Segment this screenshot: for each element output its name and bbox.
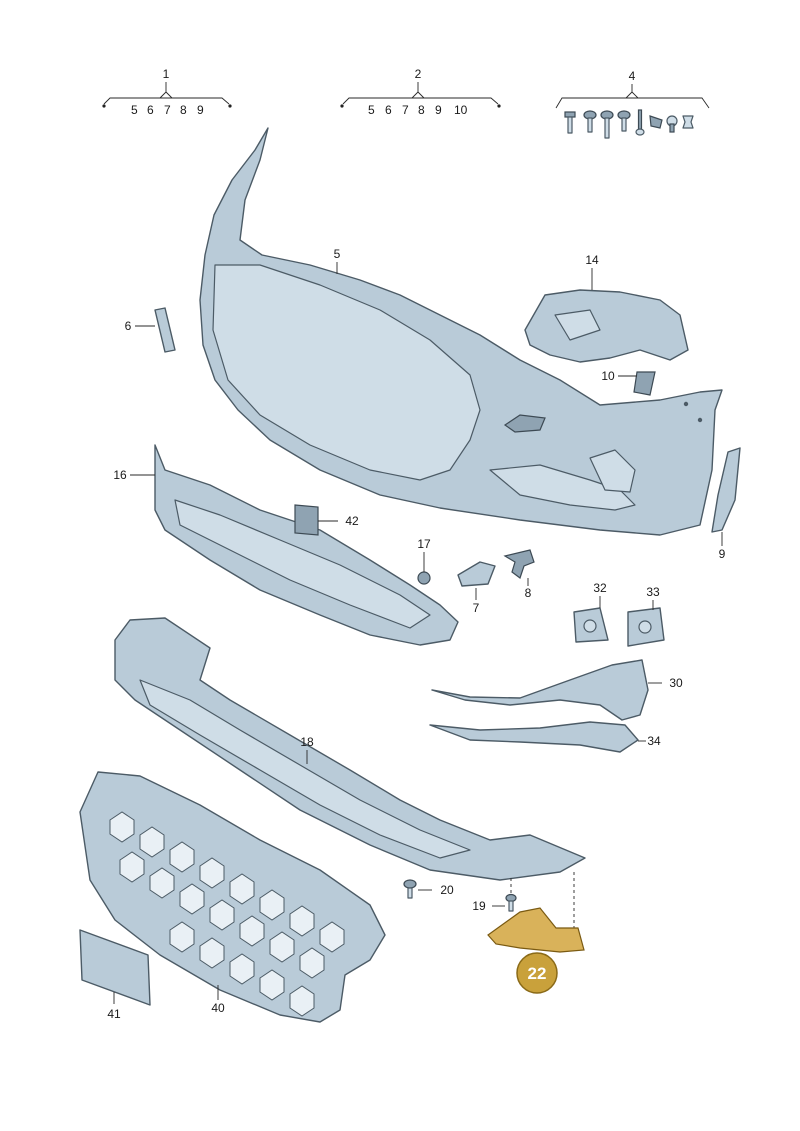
svg-text:33: 33 [646,585,660,599]
callout-33: 33 [646,585,660,610]
group-1-member-9: 9 [197,103,204,117]
license-plate-bracket-41 [79,929,151,1006]
group-1-member-8: 8 [180,103,187,117]
trim-strip-left [154,307,176,353]
mount-32 [573,607,609,643]
part-22-label: 22 [528,964,547,983]
callout-10: 10 [601,369,637,383]
callout-14: 14 [585,253,599,290]
svg-text:6: 6 [125,319,132,333]
group-2-member-10: 10 [454,103,468,117]
callout-7: 7 [473,588,480,615]
svg-text:32: 32 [593,581,607,595]
svg-text:14: 14 [585,253,599,267]
callout-17: 17 [417,537,431,551]
callout-19: 19 [472,899,486,913]
svg-text:42: 42 [345,514,359,528]
callout-5: 5 [334,247,341,274]
callout-40: 40 [211,985,225,1015]
part-22-badge [516,952,558,994]
group-1-member-7: 7 [164,103,171,117]
grille-mesh [109,811,345,1017]
bumper-cover [199,127,723,536]
mount-33 [627,607,665,647]
radiator-grille-40 [79,771,386,1023]
svg-text:10: 10 [601,369,615,383]
tow-cap-7 [457,561,496,587]
callout-41: 41 [107,992,121,1021]
svg-text:7: 7 [473,601,480,615]
fastener-set-icon [564,109,694,139]
callout-16: 16 [113,468,155,482]
trim-strip-right [711,447,741,533]
svg-text:30: 30 [669,676,683,690]
bracket-8 [503,549,535,579]
svg-text:8: 8 [525,586,532,600]
trim-frame-30 [431,659,649,721]
group-4-bracket: 4 [555,69,710,109]
sensor-bracket-42 [294,504,319,536]
callout-8: 8 [525,578,532,600]
callout-18: 18 [300,735,314,764]
callout-30: 30 [648,676,683,690]
svg-text:34: 34 [647,734,661,748]
group-2-bracket: 2 5 6 7 8 9 10 [340,67,501,117]
svg-text:40: 40 [211,1001,225,1015]
svg-text:19: 19 [472,899,486,913]
group-2-member-5: 5 [368,103,375,117]
svg-text:5: 5 [334,247,341,261]
trim-strip-34 [429,721,639,753]
lower-support-18 [114,617,586,881]
svg-text:20: 20 [440,883,454,897]
svg-text:41: 41 [107,1007,121,1021]
svg-text:9: 9 [719,547,726,561]
bracket-right [524,289,689,363]
callout-42: 42 [318,514,359,528]
callout-20: 20 [440,883,454,897]
group-1-member-5: 5 [131,103,138,117]
callout-6: 6 [125,319,155,333]
lower-grille-insert [154,444,459,646]
svg-text:16: 16 [113,468,127,482]
group-1-number: 1 [163,67,170,81]
svg-text:17: 17 [417,537,431,551]
group-1-member-6: 6 [147,103,154,117]
small-clip-10 [633,371,656,396]
group-2-member-9: 9 [435,103,442,117]
callout-9: 9 [719,532,726,561]
callout-32: 32 [593,581,607,608]
group-4-number: 4 [629,69,636,83]
group-2-number: 2 [415,67,422,81]
group-1-bracket: 1 5 6 7 8 9 [102,67,232,117]
group-2-member-8: 8 [418,103,425,117]
svg-text:18: 18 [300,735,314,749]
callout-34: 34 [638,734,661,748]
highlighted-part-22: 22 [487,872,585,994]
group-2-member-6: 6 [385,103,392,117]
screw-19 [492,878,517,912]
clip-17 [417,552,431,585]
screw-20 [403,879,432,899]
group-2-member-7: 7 [402,103,409,117]
